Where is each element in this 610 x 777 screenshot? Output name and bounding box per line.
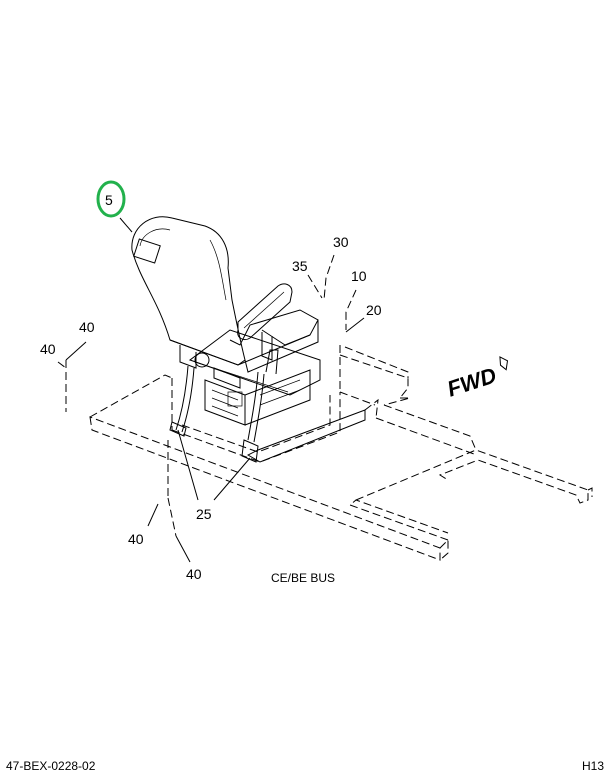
callout-20: 20: [366, 302, 382, 318]
callouts: 5 30 35 10 20 40 40 40 40 25: [40, 180, 382, 582]
footer-page-code: H13: [582, 759, 604, 773]
callout-40-upper-right: 40: [79, 319, 95, 335]
footer-drawing-number: 47-BEX-0228-02: [6, 759, 96, 773]
seat-belts: [169, 349, 279, 463]
callout-5: 5: [105, 192, 113, 208]
leader-lines: [57, 217, 365, 563]
highlight-ring: [96, 180, 126, 218]
headrest-tab: [133, 238, 161, 264]
callout-40-upper-left: 40: [40, 341, 56, 357]
callout-35: 35: [292, 258, 308, 274]
callout-10: 10: [351, 268, 367, 284]
fwd-arrow: FWD: [444, 356, 509, 402]
callout-25: 25: [196, 506, 212, 522]
callout-30: 30: [333, 234, 349, 250]
fwd-arrowhead: [499, 356, 509, 371]
floor-frame: [89, 345, 593, 561]
callout-40-lower-right: 40: [186, 566, 202, 582]
callout-40-lower-left: 40: [128, 531, 144, 547]
adjustment-knob: [194, 352, 210, 368]
diagram-caption: CE/BE BUS: [271, 571, 335, 585]
driver-seat: [131, 216, 319, 389]
seat-riser: [171, 329, 366, 463]
fwd-label: FWD: [444, 362, 499, 401]
